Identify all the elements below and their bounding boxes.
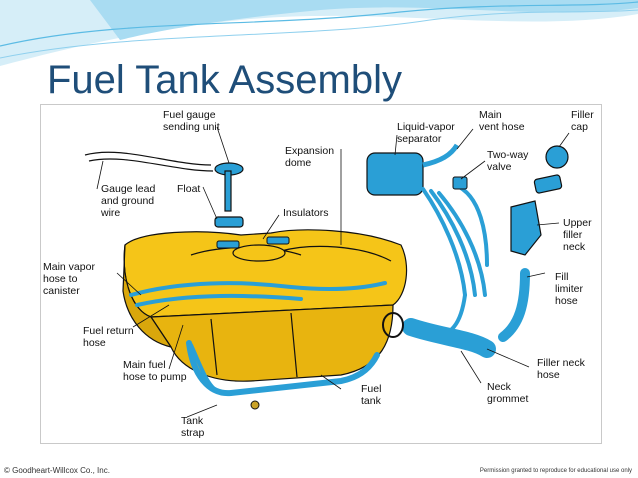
sending-unit-illustration (84, 151, 244, 228)
tank-left-side (122, 244, 172, 348)
callout-upper-filler-neck: Upper filler neck (563, 217, 592, 253)
separator-illustration (366, 143, 460, 196)
callout-two-way-valve: Two-way valve (487, 149, 529, 173)
callout-neck-grommet: Neck grommet (487, 381, 529, 405)
slide-title: Fuel Tank Assembly (47, 58, 402, 102)
callout-expansion-dome: Expansion dome (285, 145, 335, 169)
tank-top (123, 229, 408, 318)
callout-main-vent-hose: Main vent hose (479, 109, 525, 133)
neck-grommet-shape (382, 312, 404, 338)
callout-float: Float (177, 183, 201, 195)
wave-decoration-mid (90, 0, 638, 40)
gauge-wire (84, 151, 212, 166)
filler-cap-shape (545, 145, 569, 169)
float-shape (214, 216, 244, 228)
fuel-tank-diagram (84, 126, 570, 418)
strap-bolt (250, 400, 260, 410)
tank-strap-shape (186, 340, 380, 397)
fill-limiter-shape (498, 268, 530, 342)
callout-main-vapor-hose-to-canister: Main vapor hose to canister (43, 261, 95, 297)
filler-neck-hose-shape (402, 318, 496, 358)
callout-gauge-lead-and-ground-wire: Gauge lead and ground wire (101, 183, 156, 219)
insulators-illustration (216, 236, 290, 249)
vent-hoses (421, 183, 489, 341)
callout-filler-neck-hose: Filler neck hose (537, 357, 585, 381)
footer-copyright: © Goodheart-Willcox Co., Inc. (4, 466, 110, 475)
upper-filler-neck-shape (510, 200, 542, 256)
callout-fuel-gauge-sending-unit: Fuel gauge sending unit (163, 109, 220, 133)
diagram-frame: Fuel gauge sending unit Expansion dome L… (40, 104, 602, 444)
callout-main-fuel-hose-to-pump: Main fuel hose to pump (123, 359, 187, 383)
tank-ridge-4 (290, 312, 298, 378)
sending-unit-tube (224, 170, 232, 212)
callout-fill-limiter-hose: Fill limiter hose (555, 271, 583, 307)
callout-filler-cap: Filler cap (571, 109, 594, 133)
callout-liquid-vapor-separator: Liquid-vapor separator (397, 121, 455, 145)
callout-fuel-return-hose: Fuel return hose (83, 325, 134, 349)
two-way-valve-shape (452, 176, 468, 190)
filler-gasket-shape (533, 174, 563, 194)
callout-tank-strap: Tank strap (181, 415, 205, 439)
leader-lines (96, 126, 570, 418)
expansion-dome-shape (232, 244, 286, 262)
wave-decoration-line-2 (0, 9, 638, 59)
callout-insulators: Insulators (283, 207, 329, 219)
filler-assembly (382, 145, 569, 358)
callout-fuel-tank: Fuel tank (361, 383, 382, 407)
tank-ridge-3 (210, 318, 218, 376)
gauge-wire-2 (88, 158, 214, 172)
wave-decoration-line (0, 1, 638, 47)
tank-ridge-2 (280, 245, 392, 262)
footer-permission: Permission granted to reproduce for educ… (479, 468, 632, 474)
